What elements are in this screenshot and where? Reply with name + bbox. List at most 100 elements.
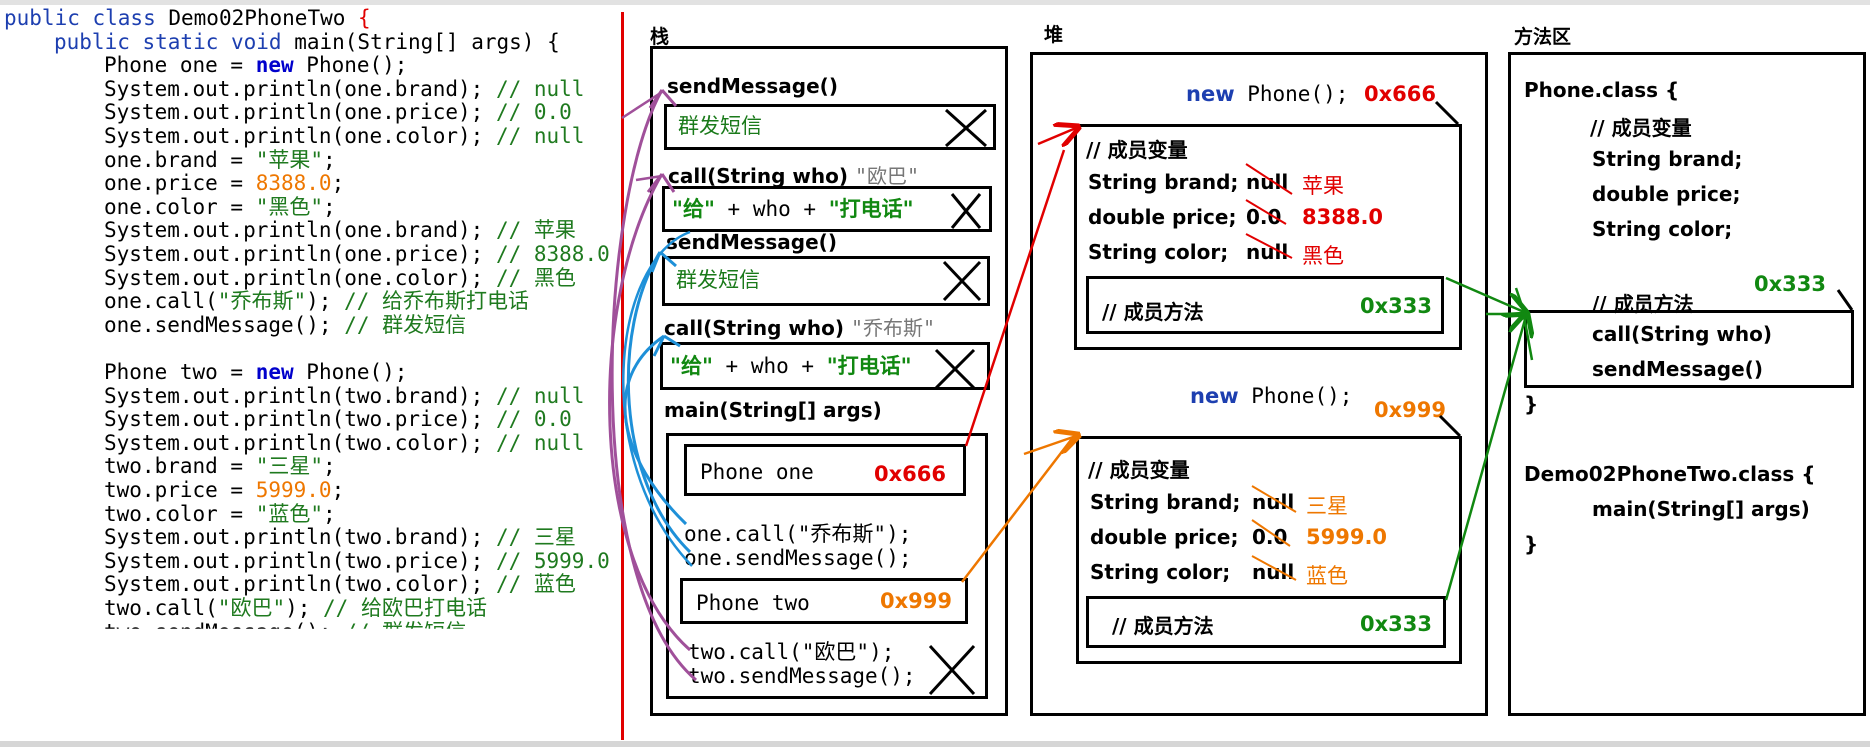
code-line: System.out.println(two.color); // null: [104, 429, 584, 457]
reference-address: 0x999: [880, 589, 952, 613]
code-token: two.call(: [104, 596, 218, 620]
field-new-value: 蓝色: [1306, 564, 1348, 588]
code-token: ;: [323, 147, 336, 172]
field-old-value: null: [1246, 240, 1289, 264]
code-token: two.sendMessage();: [104, 619, 345, 644]
code-token: // null: [495, 383, 585, 408]
code-token: // 三星: [495, 525, 576, 550]
field-old-value: 0.0: [1252, 525, 1288, 549]
code-token: {: [358, 6, 371, 30]
code-line: public static void main(String[] args) {: [54, 28, 560, 56]
top-edge: [0, 0, 1870, 5]
code-token: ;: [331, 171, 345, 196]
code-line: System.out.println(two.brand); // null: [104, 382, 584, 410]
code-token: ;: [331, 478, 345, 502]
field-old-value: null: [1252, 560, 1295, 584]
frame-body-text: "给" + who + "打电话": [670, 354, 912, 378]
field-new-value: 8388.0: [1302, 205, 1384, 229]
members-comment: // 成员变量: [1086, 138, 1188, 162]
code-line: one.color = "黑色";: [104, 193, 336, 221]
code-token: System.out.println(two.price);: [104, 407, 496, 432]
bottom-edge: [0, 741, 1870, 747]
members-comment: // 成员变量: [1590, 116, 1692, 140]
code-token: main(String[] args) {: [294, 29, 560, 54]
code-line: System.out.println(one.brand); // null: [104, 75, 584, 103]
code-token: two.brand =: [104, 454, 256, 479]
code-token: // 给欧巴打电话: [323, 596, 487, 620]
call-statement: one.sendMessage();: [684, 546, 912, 570]
code-token: System.out.println(two.brand);: [104, 525, 496, 550]
code-token: // 蓝色: [495, 572, 576, 597]
code-line: one.price = 8388.0;: [104, 169, 344, 197]
code-line: Phone two = new Phone();: [104, 358, 407, 386]
code-token: // 群发短信: [344, 312, 467, 337]
code-token: 5999.0: [255, 478, 332, 502]
main-frame-title: main(String[] args): [664, 398, 882, 422]
code-token: System.out.println(one.brand);: [104, 218, 496, 243]
code-panel: public class Demo02PhoneTwo {public stat…: [0, 4, 622, 740]
code-token: );: [285, 596, 324, 620]
stack-frame-title: sendMessage(): [667, 74, 838, 98]
class-close-brace: }: [1524, 532, 1539, 556]
code-token: "乔布斯": [217, 289, 307, 314]
methods-address: 0x333: [1360, 294, 1432, 318]
code-line: two.call("欧巴"); // 给欧巴打电话: [104, 594, 487, 622]
code-token: // 给乔布斯打电话: [344, 289, 529, 314]
code-token: System.out.println(two.price);: [104, 548, 496, 573]
code-divider: [621, 12, 624, 740]
field-label: String color;: [1088, 240, 1229, 264]
code-token: Phone one =: [104, 53, 256, 78]
class-close-brace: }: [1524, 392, 1539, 416]
field-label: String brand;: [1088, 170, 1239, 194]
code-token: new: [255, 360, 294, 384]
code-line: System.out.println(one.color); // 黑色: [104, 264, 576, 292]
field-new-value: 5999.0: [1306, 525, 1388, 549]
field-label: double price;: [1090, 525, 1239, 549]
methods-address: 0x333: [1754, 272, 1826, 296]
code-line: two.sendMessage(); // 群发短信: [104, 618, 466, 644]
object-address: 0x666: [1364, 82, 1436, 106]
code-token: one.price =: [104, 171, 256, 196]
field-old-value: 0.0: [1246, 205, 1282, 229]
code-token: System.out.println(one.color);: [104, 124, 496, 148]
code-token: // 黑色: [495, 265, 576, 290]
code-token: // 5999.0: [495, 548, 610, 573]
variable-label: Phone one: [700, 460, 814, 484]
field-new-value: 黑色: [1302, 244, 1344, 268]
code-token: // 0.0: [495, 100, 572, 125]
methods-comment: // 成员方法: [1102, 300, 1204, 324]
call-statement: one.call("乔布斯");: [684, 522, 912, 546]
code-line: one.call("乔布斯"); // 给乔布斯打电话: [104, 287, 529, 315]
code-token: System.out.println(one.brand);: [104, 76, 496, 101]
class-method: main(String[] args): [1592, 497, 1810, 521]
field-new-value: 苹果: [1302, 174, 1344, 198]
call-statement: two.call("欧巴");: [688, 640, 895, 664]
code-line: System.out.println(one.brand); // 苹果: [104, 216, 576, 244]
code-token: "欧巴": [217, 596, 286, 620]
code-token: two.color =: [104, 501, 256, 526]
code-line: System.out.println(two.price); // 0.0: [104, 405, 572, 433]
field-label: String color;: [1090, 560, 1231, 584]
code-line: System.out.println(two.color); // 蓝色: [104, 570, 576, 598]
class-field: String brand;: [1592, 147, 1743, 171]
class-method: call(String who): [1592, 322, 1772, 346]
code-token: ;: [323, 454, 336, 479]
code-line: one.sendMessage(); // 群发短信: [104, 311, 466, 339]
code-token: ;: [323, 194, 336, 219]
code-line: System.out.println(two.price); // 5999.0: [104, 547, 610, 575]
code-token: one.color =: [104, 194, 256, 219]
code-token: "三星": [255, 454, 324, 479]
code-token: one.call(: [104, 289, 218, 314]
code-token: ;: [323, 501, 336, 526]
class-method: sendMessage(): [1592, 357, 1763, 381]
code-token: System.out.println(one.price);: [104, 242, 496, 266]
new-object-label: new Phone();: [1190, 384, 1353, 408]
reference-address: 0x666: [874, 462, 946, 486]
code-line: System.out.println(one.price); // 8388.0: [104, 240, 610, 268]
field-label: String brand;: [1090, 490, 1241, 514]
code-token: System.out.println(one.price);: [104, 100, 496, 125]
code-line: Phone one = new Phone();: [104, 51, 407, 79]
class-field: double price;: [1592, 182, 1741, 206]
call-statement: two.sendMessage();: [688, 664, 916, 688]
frame-body-text: 群发短信: [676, 268, 760, 292]
